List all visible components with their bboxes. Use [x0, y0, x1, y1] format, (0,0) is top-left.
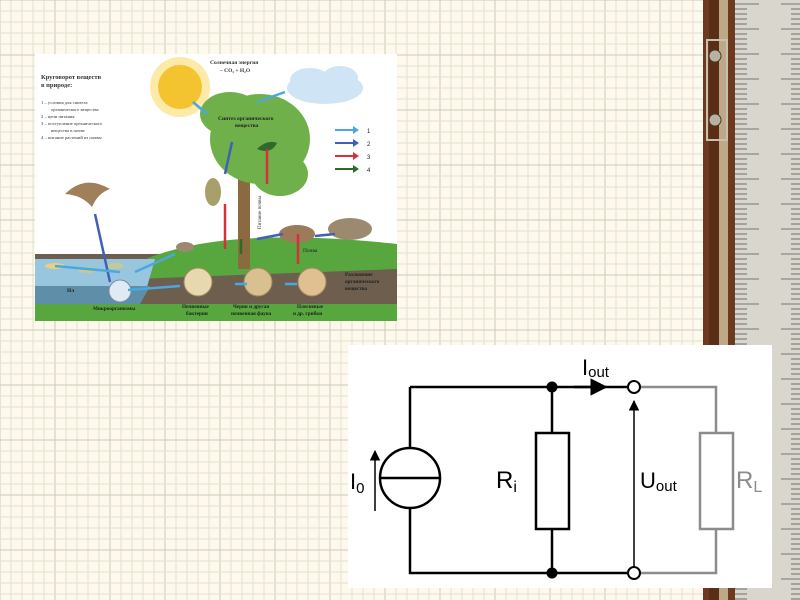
- load-resistance-label: RL: [736, 467, 762, 496]
- main-wires: [408, 385, 634, 575]
- legend-notes: 1 – условия для синтеза органического вещ…: [41, 100, 103, 140]
- legend-arrow-4: [335, 165, 359, 173]
- output-current-label: Iout: [582, 355, 610, 381]
- legend-note-3: 2 – цепи питания: [41, 114, 75, 119]
- output-terminal-top: [627, 380, 641, 394]
- fungi-circle: [297, 267, 327, 297]
- legend-arrow-1: [335, 126, 359, 134]
- ruler-clip: [706, 39, 728, 141]
- legend-note-5: вещества в почве: [51, 128, 85, 133]
- legend-arrow-2: [335, 139, 359, 147]
- cycle-arrows: [54, 90, 336, 292]
- bird-icon: [65, 182, 110, 207]
- microorganisms-circle: [108, 279, 132, 303]
- junction-bottom: [546, 567, 558, 579]
- worms-label-line2: почвенная фауна: [231, 310, 272, 317]
- bottom-grass: [35, 304, 397, 321]
- fungi-label-line2: и др. грибки: [293, 310, 322, 317]
- synthesis-label-line1: Синтез органического: [218, 116, 274, 122]
- worms-label-line1: Черви и другая: [233, 304, 269, 310]
- legend-note-1: 1 – условия для синтеза: [41, 100, 88, 105]
- load-resistor: [698, 431, 735, 531]
- silt-label: Ил: [67, 288, 74, 294]
- load-wires: [640, 385, 718, 575]
- legend-arrow-label-3: 3: [367, 155, 371, 161]
- cycle-title-line2: в природе:: [41, 82, 72, 89]
- decomposition-label-line1: Разложение: [345, 272, 373, 278]
- source-current-label: I0: [350, 469, 364, 497]
- internal-resistance-label: Ri: [496, 467, 517, 496]
- nutrient-cycle-illustration: 1 2 3 4 Круговорот веществ в природе: 1 – у…: [35, 54, 397, 321]
- legend-note-6: 4 – питание растений из почвы: [41, 135, 102, 140]
- synthesis-label-line2: вещества: [235, 123, 259, 129]
- fungi-label-line1: Плесневые: [297, 304, 324, 310]
- internal-resistor: [534, 431, 571, 531]
- arrow-legend: 1 2 3 4: [335, 126, 371, 174]
- output-terminal-bottom: [627, 566, 641, 580]
- decomposition-label-line2: органического: [345, 279, 380, 285]
- legend-arrow-label-4: 4: [367, 168, 371, 174]
- current-source-circuit: Iout I0 Ri Uout RL: [348, 345, 772, 588]
- microorganisms-label: Микроорганизмы: [93, 306, 135, 312]
- bacteria-label-line2: бактерии: [186, 310, 208, 317]
- sun-icon: [158, 65, 202, 109]
- bear-icon: [328, 218, 372, 240]
- ruler-slide: [719, 0, 728, 600]
- solar-energy-label: Солнечная энергия: [210, 60, 258, 66]
- soil-nutrition-label: Питание почвы: [258, 196, 263, 229]
- soil-label: Почва: [303, 248, 318, 254]
- cycle-title-line1: Круговорот веществ: [41, 74, 102, 81]
- bacteria-label-line1: Почвенные: [182, 304, 210, 310]
- junction-top: [546, 381, 558, 393]
- bacteria-circle: [183, 267, 213, 297]
- decomposition-label-line3: вещества: [345, 286, 368, 292]
- worms-circle: [243, 267, 273, 297]
- legend-arrow-3: [335, 152, 359, 160]
- legend-note-4: 3 – поступление органического: [41, 121, 103, 126]
- beaver-icon: [205, 178, 221, 206]
- ruler-screw-bottom: [708, 113, 722, 127]
- legend-arrow-label-2: 2: [367, 142, 371, 148]
- solar-formula-label: – CO₂ + H₂O: [219, 68, 251, 74]
- output-voltage-label: Uout: [640, 468, 678, 495]
- wood-inner-edge: [709, 0, 719, 600]
- ruler-screw-top: [708, 49, 722, 63]
- legend-note-2: органического вещества: [51, 107, 99, 112]
- rodent-icon: [176, 242, 194, 252]
- legend-arrow-label-1: 1: [367, 129, 371, 135]
- leaf-icon: [257, 141, 277, 151]
